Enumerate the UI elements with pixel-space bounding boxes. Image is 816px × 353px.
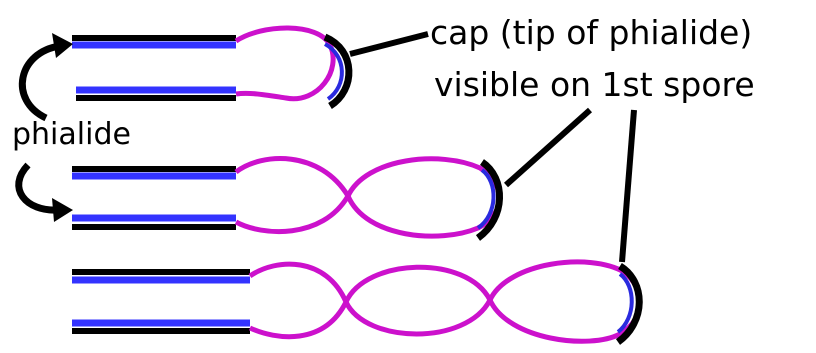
phialide-wall-top xyxy=(72,169,236,176)
phialide-wall-bottom xyxy=(72,218,236,227)
spore-1 xyxy=(236,28,333,99)
phialide-arrow-upper xyxy=(22,33,73,118)
phialide-wall-bottom xyxy=(72,323,250,331)
pointer-to-cap-stage-2 xyxy=(506,110,590,185)
spore-2 xyxy=(346,267,490,334)
stage-3-three-spores xyxy=(72,262,640,342)
spore-2 xyxy=(236,159,348,232)
phialide-wall-top xyxy=(72,272,250,280)
spore-1 xyxy=(348,159,499,236)
phialide-label: phialide xyxy=(12,117,131,152)
spore-1 xyxy=(490,262,640,341)
spore-3 xyxy=(250,264,346,337)
cap-mark xyxy=(618,266,639,342)
phialide-arrow-lower xyxy=(19,165,73,222)
pointer-to-cap-stage-1 xyxy=(350,34,428,54)
phialide-wall-top xyxy=(72,38,236,45)
pointer-to-cap-stage-3 xyxy=(622,110,634,262)
stage-2-two-spores xyxy=(72,159,500,238)
phialide-wall-bottom xyxy=(76,90,236,98)
cap-label-line1: cap (tip of phialide) xyxy=(430,13,752,52)
stage-1-one-spore xyxy=(72,28,349,106)
cap-label-line2: visible on 1st spore xyxy=(434,65,755,104)
